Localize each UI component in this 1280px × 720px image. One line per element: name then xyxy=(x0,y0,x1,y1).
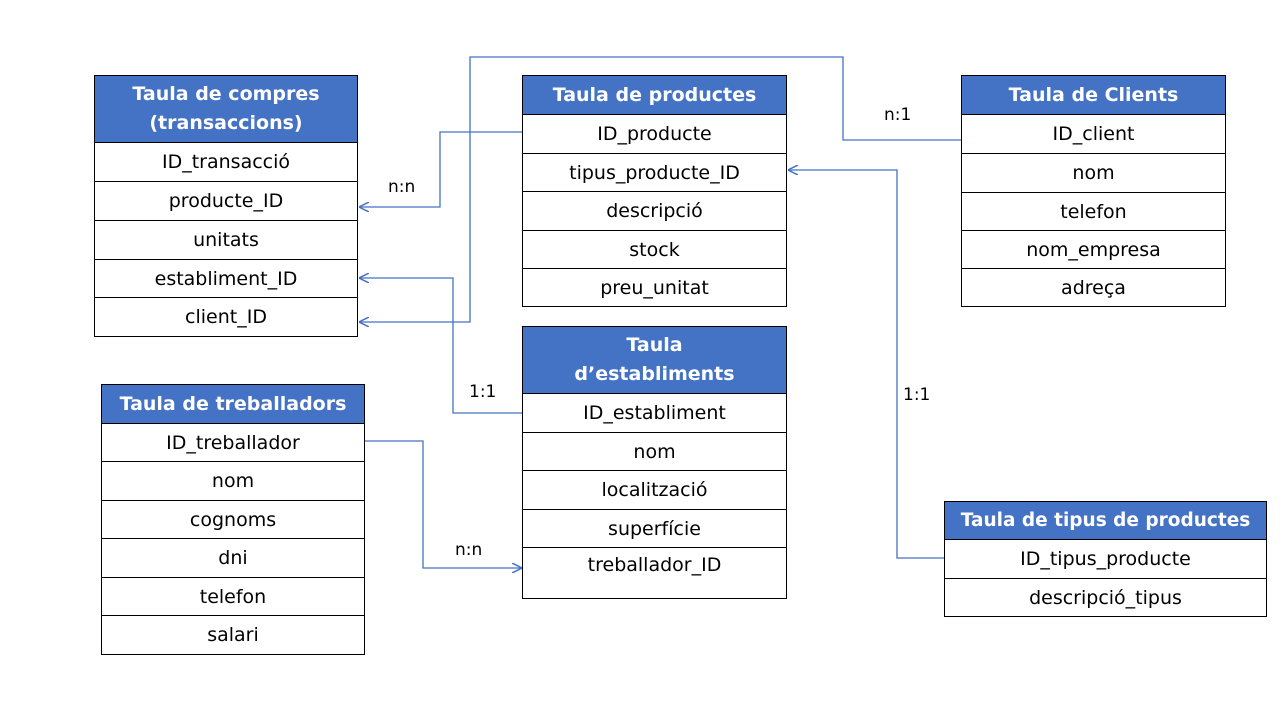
connector-tipus-productes xyxy=(789,170,945,559)
table-row: preu_unitat xyxy=(523,268,786,306)
table-row: ID_client xyxy=(962,114,1225,153)
rel-label-clients-compres: n:1 xyxy=(884,105,912,125)
table-row: ID_producte xyxy=(523,114,786,153)
table-row: nom xyxy=(102,461,364,500)
table-title: Taula de Clients xyxy=(962,75,1225,114)
table-row: ID_tipus_producte xyxy=(945,539,1266,578)
table-row: ID_treballador xyxy=(102,423,364,461)
table-row: cognoms xyxy=(102,500,364,538)
table-row: descripció xyxy=(523,191,786,230)
table-row: salari xyxy=(102,615,364,654)
table-row: treballador_ID xyxy=(523,547,786,598)
table-row: client_ID xyxy=(95,297,357,336)
table-row: telefon xyxy=(962,192,1225,230)
table-title: Taula de tipus de productes xyxy=(945,501,1266,539)
table-row: unitats xyxy=(95,220,357,259)
table-row: establiment_ID xyxy=(95,259,357,297)
table-row: telefon xyxy=(102,577,364,615)
rel-label-productes-compres: n:n xyxy=(388,177,416,197)
rel-label-establiments-compres: 1:1 xyxy=(469,382,497,402)
rel-label-treballadors-establiments: n:n xyxy=(455,540,483,560)
table-title: Taula de compres (transaccions) xyxy=(95,75,357,142)
table-row: superfície xyxy=(523,509,786,547)
table-row: nom xyxy=(523,432,786,470)
rel-label-tipus-productes: 1:1 xyxy=(903,385,931,405)
table-title: Taula de treballadors xyxy=(102,384,364,423)
table-clients: Taula de Clients ID_client nom telefon n… xyxy=(961,75,1226,307)
table-compres: Taula de compres (transaccions) ID_trans… xyxy=(94,75,358,337)
connector-treballadors-establiments xyxy=(365,440,521,568)
connector-productes-compres xyxy=(360,131,523,207)
table-row: stock xyxy=(523,230,786,268)
table-row: dni xyxy=(102,538,364,577)
table-row: tipus_producte_ID xyxy=(523,153,786,191)
table-row: nom_empresa xyxy=(962,230,1225,268)
table-productes: Taula de productes ID_producte tipus_pro… xyxy=(522,75,787,307)
table-row: localització xyxy=(523,470,786,509)
table-treballadors: Taula de treballadors ID_treballador nom… xyxy=(101,384,365,655)
table-row: producte_ID xyxy=(95,181,357,220)
table-establiments: Taula d’establiments ID_establiment nom … xyxy=(522,326,787,599)
table-tipus-productes: Taula de tipus de productes ID_tipus_pro… xyxy=(944,501,1267,617)
table-row: ID_transacció xyxy=(95,142,357,181)
table-row: ID_establiment xyxy=(523,393,786,432)
connector-establiments-compres xyxy=(360,278,523,414)
table-row: nom xyxy=(962,153,1225,192)
table-row: descripció_tipus xyxy=(945,578,1266,616)
table-title: Taula d’establiments xyxy=(523,326,786,393)
table-row: adreça xyxy=(962,268,1225,306)
table-title: Taula de productes xyxy=(523,75,786,114)
